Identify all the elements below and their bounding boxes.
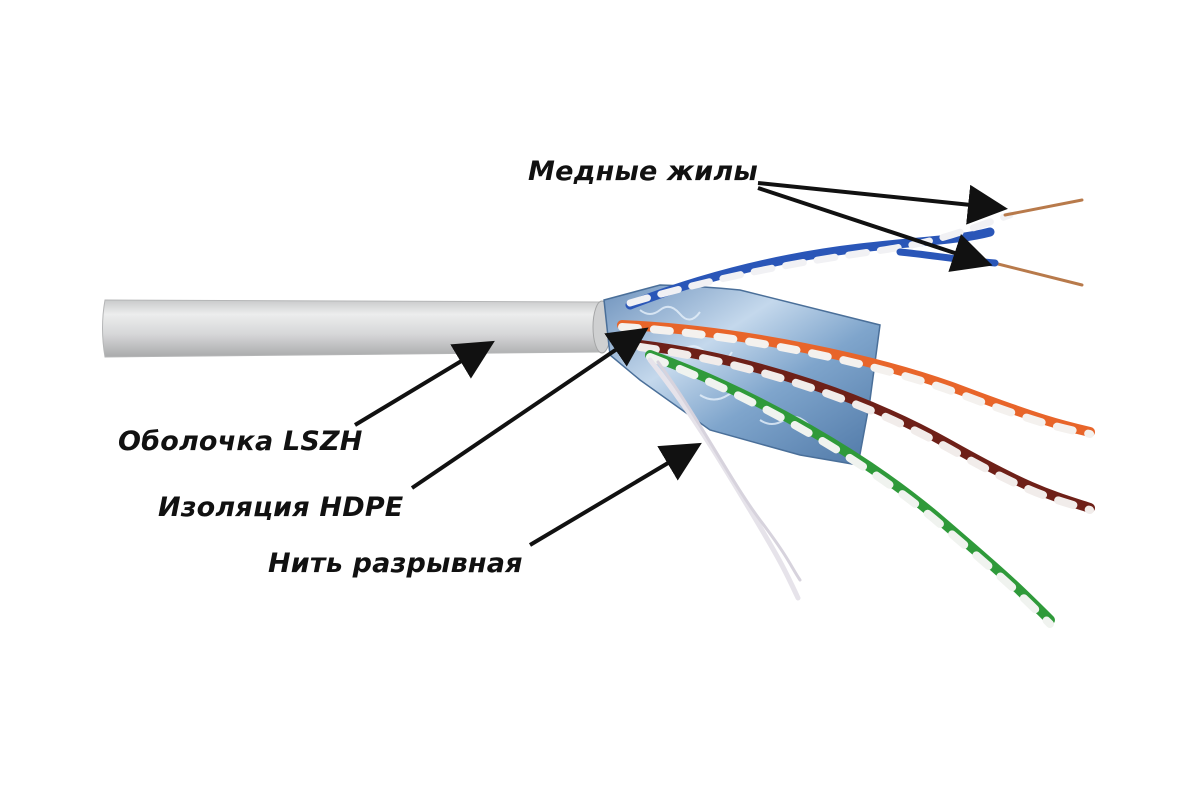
pair-orange-white: [618, 323, 1094, 438]
outer-jacket: [102, 299, 607, 358]
arrow-copper-1: [757, 181, 1008, 225]
label-insulation: Изоляция HDPE: [158, 492, 404, 523]
pair-blue-white: [626, 211, 1014, 307]
rip-cord: [647, 357, 801, 601]
copper-conductor-1: [1003, 198, 1084, 217]
pair-brown-white: [636, 343, 1094, 514]
copper-conductor-2: [988, 260, 1084, 287]
label-outer-sheath: Оболочка LSZH: [118, 426, 363, 457]
foil-texture: [639, 305, 809, 425]
arrow-rip-cord: [528, 442, 702, 547]
pair-orange: [617, 320, 1095, 437]
label-rip-cord: Нить разрывная: [268, 548, 523, 579]
arrow-insulation: [410, 327, 649, 490]
arrow-copper-2: [757, 186, 993, 272]
foil-shield: [603, 284, 881, 466]
rip-cord-2: [656, 360, 802, 582]
arrow-sheath: [353, 340, 495, 427]
pair-green-white: [646, 353, 1054, 628]
label-copper-conductors: Медные жилы: [528, 156, 758, 187]
